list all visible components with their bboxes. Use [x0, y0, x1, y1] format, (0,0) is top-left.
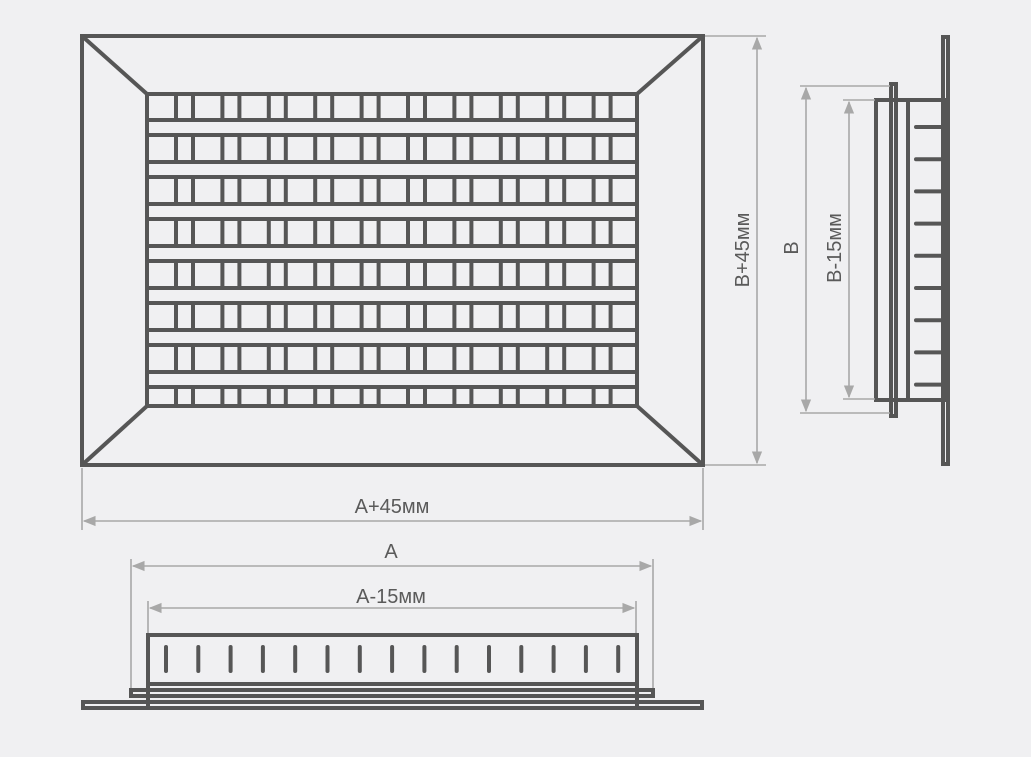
label-side-inner: B-15мм: [824, 213, 846, 283]
side-body: [874, 98, 949, 402]
horizontal-bar: [145, 160, 639, 179]
side-slats: [914, 125, 944, 387]
bottom-view: [81, 633, 704, 710]
dimension-front-height: B+45мм: [705, 35, 766, 466]
front-frame: [80, 34, 705, 467]
horizontal-bar: [145, 370, 639, 389]
horizontal-bar: [145, 286, 639, 305]
frame-diagonals: [80, 34, 705, 467]
side-view: [874, 35, 950, 466]
front-view: [80, 34, 705, 467]
label-front-height: B+45мм: [732, 213, 754, 288]
bottom-flange: [129, 688, 655, 698]
label-side-outer: B: [781, 241, 803, 254]
horizontal-bars: [145, 118, 639, 389]
horizontal-bar: [145, 328, 639, 347]
horizontal-bar: [145, 118, 639, 137]
side-flange: [889, 82, 898, 418]
dimension-front-width: A+45мм: [81, 468, 704, 530]
horizontal-bar: [145, 202, 639, 221]
dimension-side-inner: B-15мм: [824, 99, 875, 400]
label-bottom-inner: A-15мм: [356, 586, 426, 608]
horizontal-bar: [145, 244, 639, 263]
label-bottom-outer: A: [384, 541, 398, 563]
bottom-plate: [81, 700, 704, 710]
dimension-side-outer: B: [781, 85, 890, 414]
dimension-bottom-inner: A-15мм: [147, 586, 637, 633]
label-front-width: A+45мм: [355, 496, 430, 518]
dimension-bottom-outer: A: [130, 541, 654, 688]
bottom-slats: [164, 645, 621, 673]
